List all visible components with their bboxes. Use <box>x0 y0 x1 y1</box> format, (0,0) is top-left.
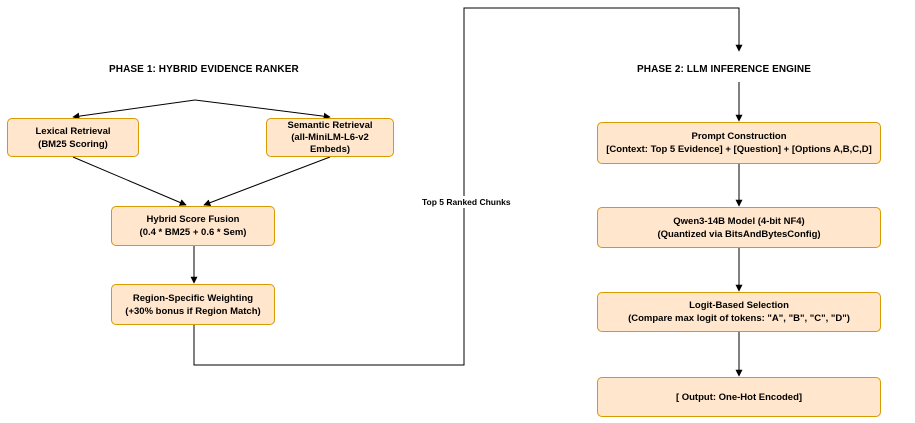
qwen-model-title: Qwen3-14B Model (4-bit NF4) <box>673 215 805 227</box>
semantic-retrieval-title: Semantic Retrieval <box>287 119 373 131</box>
prompt-construction-title: Prompt Construction <box>691 131 787 142</box>
lexical-retrieval-title: Lexical Retrieval <box>35 125 111 137</box>
arrow-phase1-to-phase2 <box>193 7 743 366</box>
arrow-root-to-lexical <box>72 99 196 120</box>
arrow-root-to-semantic <box>194 99 331 120</box>
phase2-title: PHASE 2: LLM INFERENCE ENGINE <box>637 64 812 75</box>
arrow-lexical-to-fusion <box>72 156 187 206</box>
prompt-construction-detail: [Context: Top 5 Evidence] + [Question] +… <box>606 144 872 155</box>
region-weighting-detail: (+30% bonus if Region Match) <box>125 305 261 317</box>
logit-selection-title: Logit-Based Selection <box>689 300 789 311</box>
hybrid-score-fusion-title: Hybrid Score Fusion <box>146 214 240 225</box>
semantic-retrieval-model: (all-MiniLM-L6-v2 <box>291 131 369 143</box>
logit-selection-detail: (Compare max logit of tokens: "A", "B", … <box>628 313 850 324</box>
region-weighting-box[interactable]: Region-Specific Weighting (+30% bonus if… <box>111 284 275 325</box>
logit-selection-box[interactable]: Logit-Based Selection (Compare max logit… <box>597 292 881 332</box>
region-weighting-title: Region-Specific Weighting <box>132 292 254 304</box>
hybrid-score-fusion-formula: (0.4 * BM25 + 0.6 * Sem) <box>139 227 247 238</box>
semantic-retrieval-box[interactable]: Semantic Retrieval (all-MiniLM-L6-v2 Emb… <box>266 118 394 157</box>
phase1-title: PHASE 1: HYBRID EVIDENCE RANKER <box>109 64 299 75</box>
lexical-retrieval-box[interactable]: Lexical Retrieval (BM25 Scoring) <box>7 118 139 157</box>
qwen-model-box[interactable]: Qwen3-14B Model (4-bit NF4) (Quantized v… <box>597 207 881 248</box>
prompt-construction-box[interactable]: Prompt Construction [Context: Top 5 Evid… <box>597 122 881 164</box>
semantic-retrieval-suffix: Embeds) <box>309 143 351 155</box>
arrow-semantic-to-fusion <box>203 156 331 207</box>
hybrid-score-fusion-box[interactable]: Hybrid Score Fusion (0.4 * BM25 + 0.6 * … <box>111 206 275 246</box>
output-box[interactable]: [ Output: One-Hot Encoded] <box>597 377 881 417</box>
output-label: [ Output: One-Hot Encoded] <box>675 391 803 403</box>
lexical-retrieval-subtitle: (BM25 Scoring) <box>38 138 108 150</box>
qwen-model-detail: (Quantized via BitsAndBytesConfig) <box>657 228 821 240</box>
top5-chunks-label: Top 5 Ranked Chunks <box>421 196 512 208</box>
